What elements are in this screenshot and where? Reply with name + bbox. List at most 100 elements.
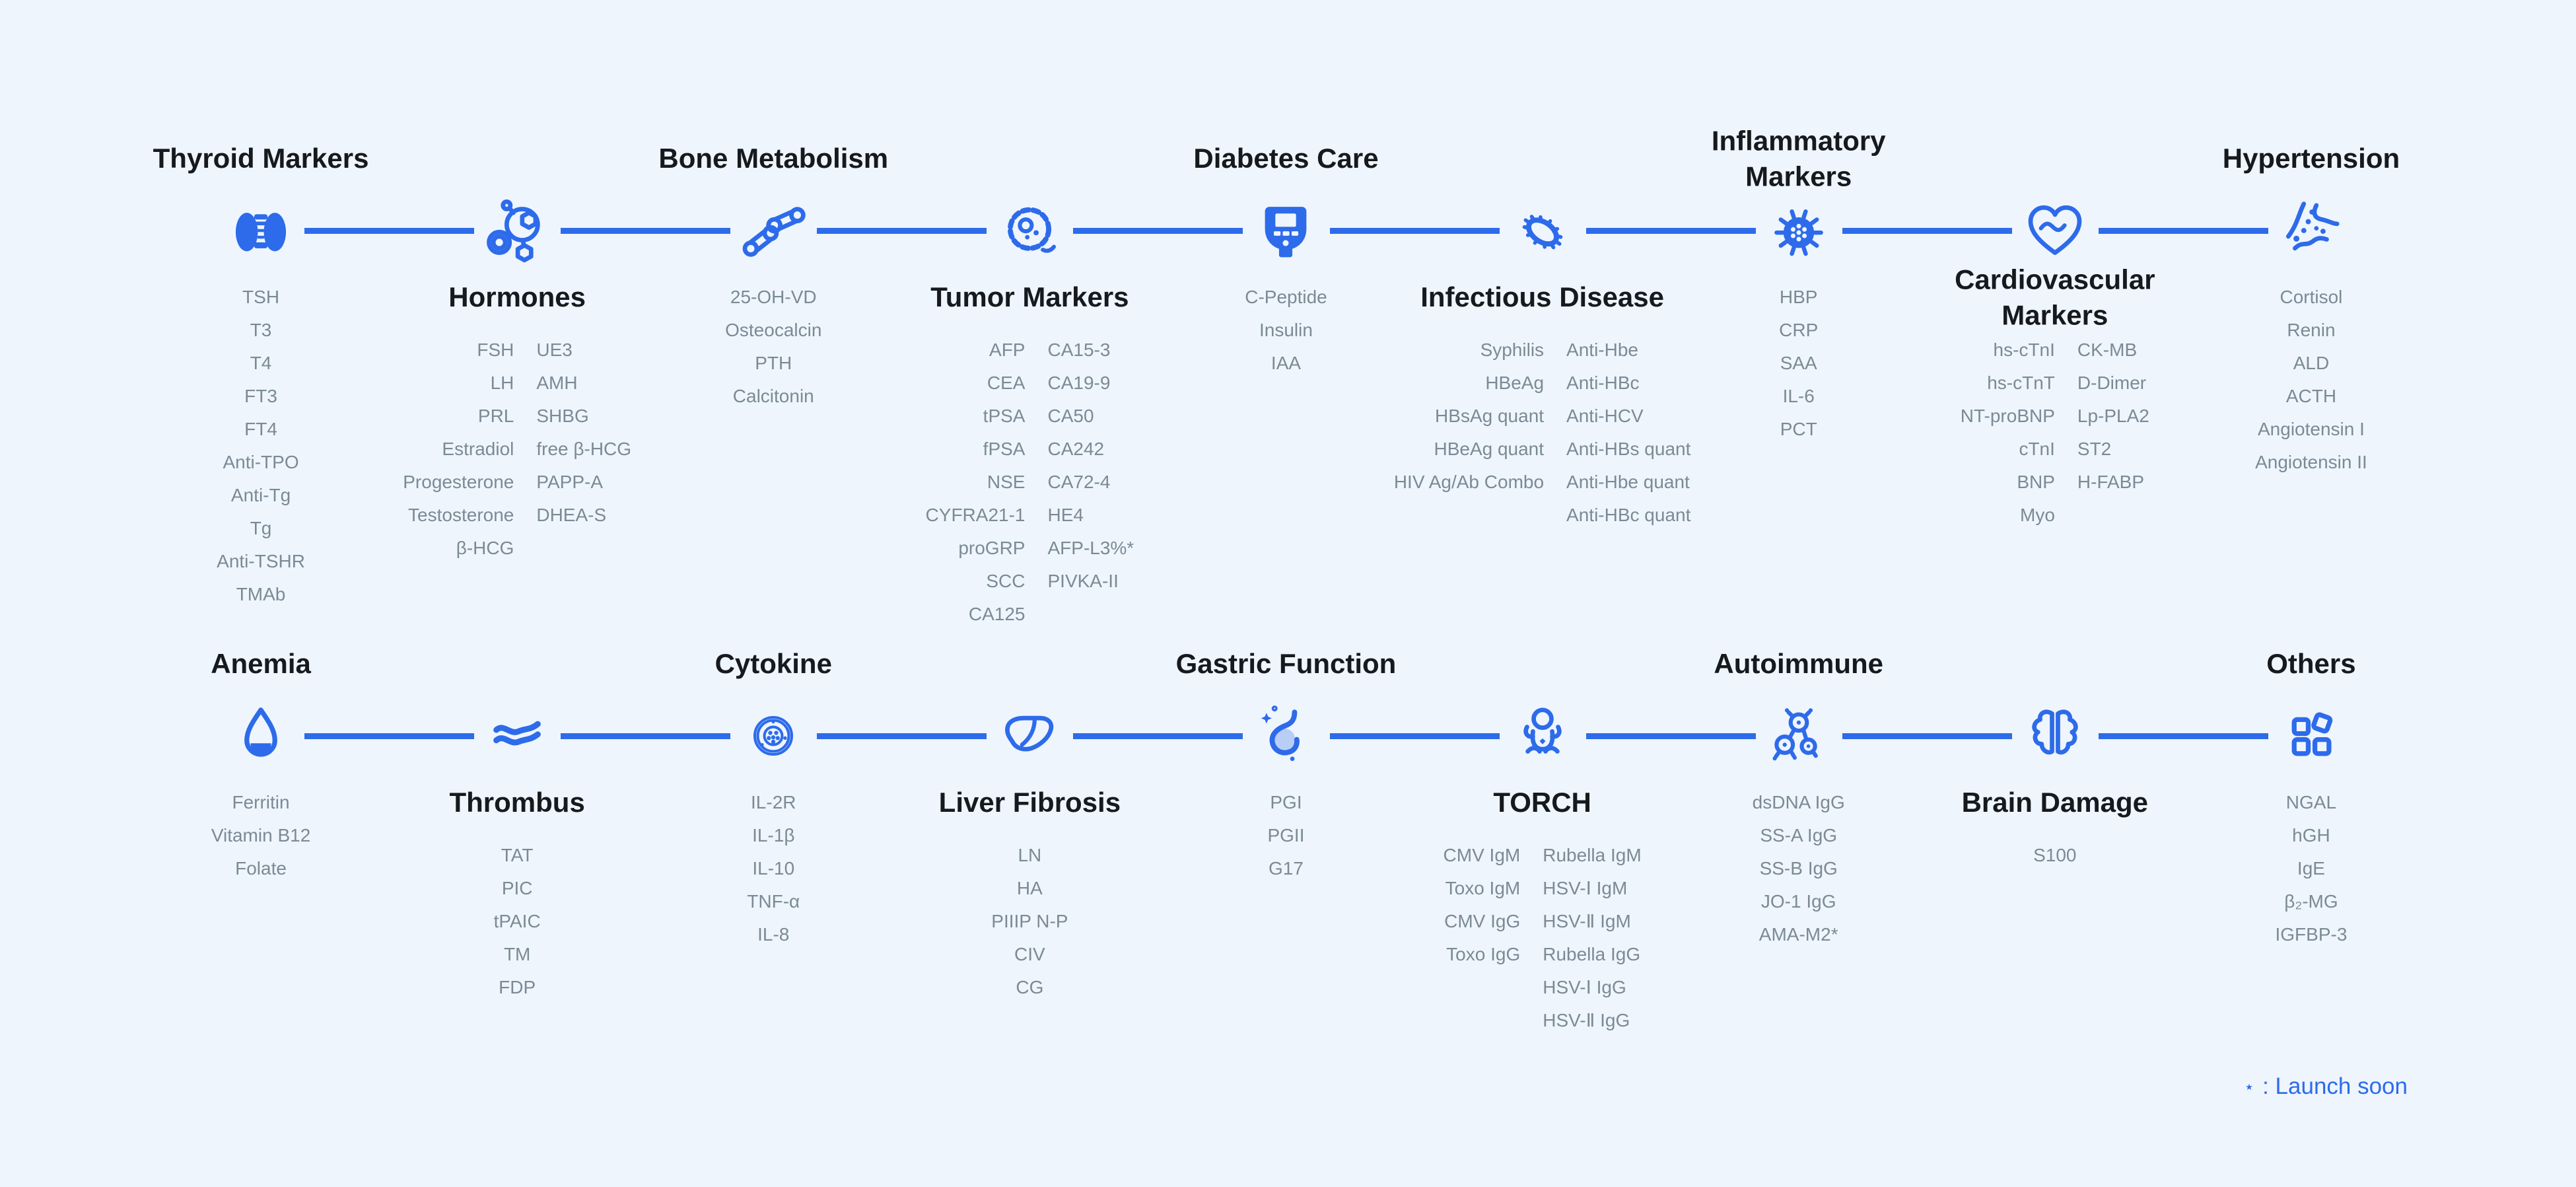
marker-item: CA19-9 bbox=[1047, 373, 1111, 393]
marker-item: β-HCG bbox=[456, 538, 514, 558]
marker-item: Toxo IgM bbox=[1445, 878, 1521, 898]
marker-item: PRL bbox=[477, 406, 514, 426]
node-brain-damage: Brain Damage S100 bbox=[1927, 505, 2183, 1186]
category-title: Tumor Markers bbox=[930, 281, 1129, 313]
marker-item: AMA-M2* bbox=[1758, 924, 1838, 945]
marker-item: PIC bbox=[501, 878, 533, 898]
marker-item: C-Peptide bbox=[1245, 287, 1327, 307]
marker-item: PTH bbox=[755, 353, 792, 373]
marker-item: CIV bbox=[1014, 944, 1045, 964]
marker-item: SS-B IgG bbox=[1759, 858, 1838, 879]
timeline-segment bbox=[1073, 228, 1243, 234]
marker-item: TNF-α bbox=[747, 891, 800, 912]
marker-item: Anti-HBc quant bbox=[1566, 505, 1691, 525]
star-icon: ⋆ bbox=[2243, 1076, 2255, 1097]
timeline-segment bbox=[304, 733, 474, 739]
category-title: Liver Fibrosis bbox=[938, 787, 1121, 818]
marker-item: Anti-TSHR bbox=[217, 551, 305, 571]
marker-list: S100 bbox=[2033, 839, 2076, 872]
marker-item: fPSA bbox=[983, 439, 1026, 459]
category-title: TORCH bbox=[1493, 787, 1591, 818]
timeline-segment bbox=[1842, 228, 2012, 234]
marker-item: SAA bbox=[1780, 353, 1817, 373]
marker-item: Osteocalcin bbox=[725, 320, 822, 340]
marker-item: dsDNA IgG bbox=[1752, 792, 1845, 812]
marker-item: CYFRA21-1 bbox=[925, 505, 1026, 525]
marker-item: LH bbox=[490, 373, 514, 393]
marker-item: hGH bbox=[2292, 825, 2330, 845]
marker-item: BNP bbox=[2017, 472, 2055, 492]
marker-item: β₂-MG bbox=[2284, 891, 2338, 912]
marker-item: UE3 bbox=[536, 340, 573, 360]
marker-item: Anti-HBc bbox=[1566, 373, 1640, 393]
marker-item: CRP bbox=[1779, 320, 1819, 340]
bone-joint-icon bbox=[736, 194, 810, 268]
marker-item: CMV IgG bbox=[1444, 911, 1521, 931]
marker-item: PGII bbox=[1267, 825, 1305, 845]
marker-item: Lp-PLA2 bbox=[2077, 406, 2149, 426]
marker-item: HSV-Ⅰ IgG bbox=[1543, 977, 1626, 997]
marker-item: ST2 bbox=[2077, 439, 2112, 459]
marker-item: HE4 bbox=[1047, 505, 1084, 525]
marker-item: Angiotensin II bbox=[2255, 452, 2367, 472]
marker-item: Anti-HCV bbox=[1566, 406, 1644, 426]
marker-item: Calcitonin bbox=[732, 386, 814, 406]
marker-item: HSV-Ⅱ IgG bbox=[1543, 1010, 1630, 1030]
category-title: Cardiovascular Markers bbox=[1955, 264, 2155, 330]
marker-item: FSH bbox=[477, 340, 514, 360]
marker-item: Rubella IgM bbox=[1543, 845, 1642, 865]
timeline-segment bbox=[561, 228, 730, 234]
node-infectious-disease: Infectious Disease bbox=[1394, 0, 1690, 634]
marker-item: PIVKA-II bbox=[1047, 571, 1119, 591]
squares-icon bbox=[2274, 699, 2348, 773]
marker-item: free β-HCG bbox=[536, 439, 632, 459]
marker-item: CMV IgM bbox=[1443, 845, 1521, 865]
marker-item: Ferritin bbox=[232, 792, 290, 812]
tumor-cell-icon bbox=[992, 194, 1066, 268]
timeline-segment bbox=[817, 228, 987, 234]
marker-item: IL-6 bbox=[1782, 386, 1815, 406]
category-title: Hormones bbox=[448, 281, 586, 313]
timeline-segment bbox=[817, 733, 987, 739]
marker-item: S100 bbox=[2033, 845, 2077, 865]
marker-item: T3 bbox=[250, 320, 272, 340]
marker-item: proGRP bbox=[958, 538, 1026, 558]
marker-item: HSV-Ⅱ IgM bbox=[1543, 911, 1631, 931]
heart-pulse-icon bbox=[2018, 194, 2092, 268]
marker-item: SHBG bbox=[536, 406, 589, 426]
marker-item: 25-OH-VD bbox=[730, 287, 817, 307]
marker-item: Folate bbox=[235, 858, 287, 879]
thrombus-vessel-icon bbox=[480, 699, 554, 773]
marker-item: IAA bbox=[1271, 353, 1302, 373]
category-title: Anemia bbox=[211, 648, 311, 680]
timeline-segment bbox=[1842, 733, 2012, 739]
timeline-segment bbox=[561, 733, 730, 739]
category-title: Hypertension bbox=[2222, 143, 2400, 174]
marker-item: ALD bbox=[2293, 353, 2330, 373]
marker-item: CA125 bbox=[968, 604, 1026, 624]
marker-item: Angiotensin I bbox=[2257, 419, 2365, 439]
marker-item: IGFBP-3 bbox=[2275, 924, 2348, 945]
liver-icon bbox=[992, 699, 1066, 773]
timeline-segment bbox=[1586, 228, 1756, 234]
marker-item: tPAIC bbox=[493, 911, 541, 931]
marker-item: Insulin bbox=[1259, 320, 1313, 340]
marker-item: Anti-HBs quant bbox=[1566, 439, 1691, 459]
marker-item: Cortisol bbox=[2280, 287, 2343, 307]
